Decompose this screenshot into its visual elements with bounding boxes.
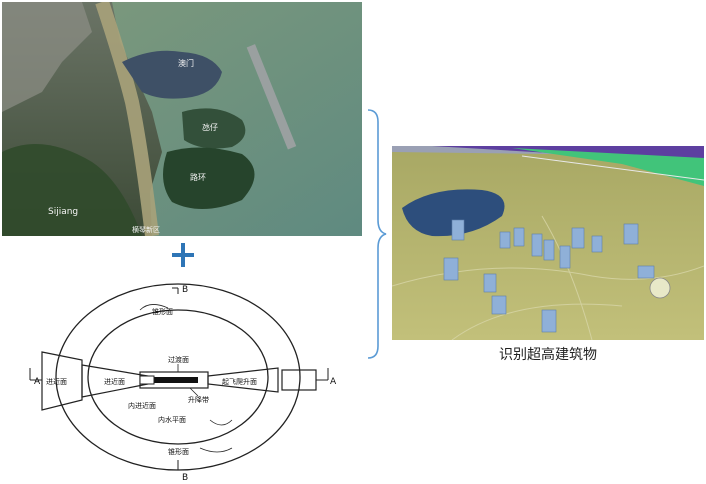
label-section-a-right: A — [330, 377, 337, 387]
leader-inner-horizontal — [209, 419, 233, 426]
map-label-taipa: 氹仔 — [202, 122, 218, 132]
map-label-sijiang: Sijiang — [48, 207, 78, 217]
leader-runway-strip — [189, 387, 199, 397]
map-airport-runway — [246, 44, 297, 150]
map-label-macau: 澳门 — [178, 58, 194, 68]
model-surface-green — [512, 148, 704, 186]
model-buildings — [443, 219, 655, 333]
map-label-coloane: 路环 — [190, 172, 206, 182]
label-takeoff-climb: 起飞爬升面 — [222, 377, 257, 386]
label-section-b-bottom: B — [182, 473, 188, 483]
map-river — [95, 2, 159, 236]
satellite-map: 澳门 氹仔 路环 Sijiang 横琴新区 — [2, 2, 362, 236]
label-section-b-top: B — [182, 285, 188, 295]
label-section-a-left: A — [34, 377, 41, 387]
runway — [152, 377, 198, 383]
label-approach-outer: 进近面 — [46, 377, 67, 386]
model-caption: 识别超高建筑物 — [499, 347, 597, 363]
map-taipa — [182, 108, 246, 149]
model-surface-purple — [432, 146, 704, 168]
leader-conical-bottom — [199, 447, 233, 453]
map-label-hengqin: 横琴新区 — [132, 225, 160, 234]
right-brace-icon — [367, 109, 387, 359]
map-coloane — [163, 147, 255, 210]
inner-horizontal-outline — [87, 309, 269, 445]
label-approach-inner: 进近面 — [104, 377, 125, 386]
label-inner-approach: 内进近面 — [128, 401, 156, 410]
label-inner-horizontal: 内水平面 — [158, 415, 186, 424]
3d-building-model — [392, 146, 704, 340]
model-surface-edge — [521, 155, 704, 181]
plus-icon — [172, 243, 194, 267]
obstacle-surfaces-diagram: B B A A 锥形面 锥形面 过渡面 升降带 进近面 进近面 内进近面 内水平… — [29, 283, 337, 483]
model-hill — [402, 189, 505, 237]
inner-approach-box — [139, 375, 155, 385]
model-stadium — [649, 277, 671, 299]
label-conical-top: 锥形面 — [152, 307, 173, 316]
map-macau-peninsula — [122, 50, 222, 99]
label-conical-bottom: 锥形面 — [168, 447, 189, 456]
map-hills — [2, 144, 142, 236]
leader-conical-top — [139, 304, 169, 311]
label-transition: 过渡面 — [168, 355, 189, 364]
approach-surface-left — [41, 351, 83, 411]
map-mainland-texture — [2, 2, 92, 112]
label-runway-strip: 升降带 — [188, 395, 209, 404]
